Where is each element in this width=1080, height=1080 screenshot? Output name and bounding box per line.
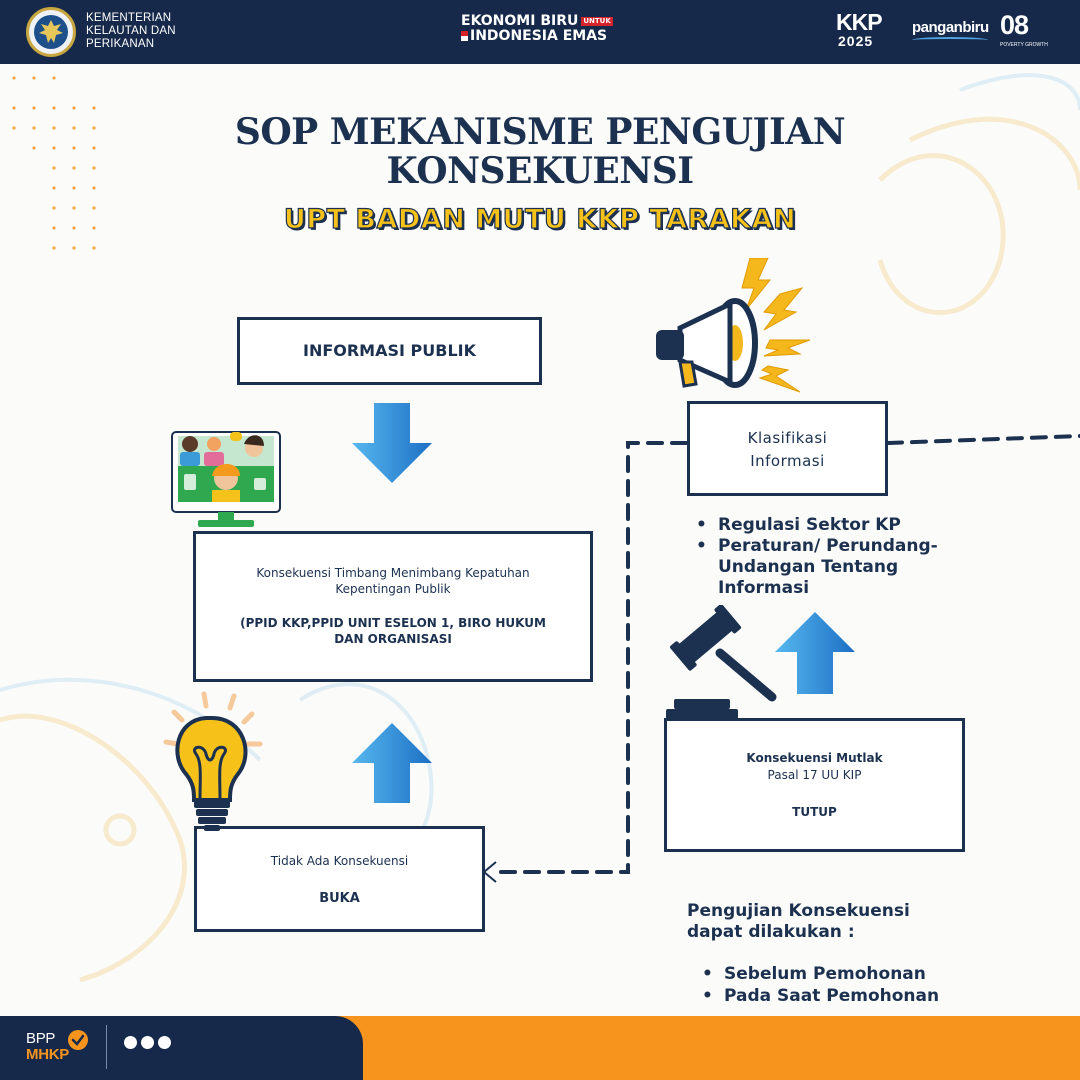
konsekuensi-mutlak-box: Konsekuensi Mutlak Pasal 17 UU KIP TUTUP (664, 718, 965, 852)
light-bulb-icon (163, 691, 263, 831)
arrow-up-icon (352, 723, 432, 803)
twitter-icon[interactable] (124, 1036, 137, 1049)
arrow-down-icon (352, 403, 432, 483)
list-item: Pada Saat Pemohonan (700, 985, 970, 1007)
lightning-icon (741, 258, 772, 311)
ekonomi-biru-text: EKONOMI BIRU (461, 13, 579, 29)
dashed-line-right-of-klasifikasi (886, 434, 1080, 445)
klasifikasi-line-2: Informasi (750, 452, 825, 470)
footer-divider (106, 1025, 107, 1069)
tidak-ada-label: Tidak Ada Konsekuensi (270, 854, 409, 868)
panganbiru-logo: panganbiru (912, 19, 989, 36)
lightning-icon (758, 365, 801, 393)
ministry-name-line: PERIKANAN (86, 38, 155, 50)
indonesia-emas-text: INDONESIA EMAS (470, 28, 608, 44)
mutlak-reference: Pasal 17 UU KIP (767, 768, 862, 782)
timbang-description: Konsekuensi Timbang Menimbang Kepatuhan … (256, 566, 530, 596)
instagram-icon[interactable] (158, 1036, 171, 1049)
klasifikasi-informasi-box: Klasifikasi Informasi (687, 401, 888, 496)
facebook-icon[interactable] (141, 1036, 154, 1049)
gavel-icon (666, 605, 777, 719)
bpp-text: BPP (26, 1030, 56, 1047)
flag-icon (461, 31, 468, 41)
bpp-mhkp-logo: BPP MHKP (26, 1031, 69, 1063)
mhkp-text: MHKP (26, 1046, 69, 1063)
kkp-logo-text: KKP (836, 9, 883, 35)
title-line-1: SOP MEKANISME PENGUJIAN (234, 111, 846, 153)
untuk-tag: UNTUK (581, 16, 613, 26)
konsekuensi-timbang-box: Konsekuensi Timbang Menimbang Kepatuhan … (193, 531, 593, 682)
title-line-2: KONSEKUENSI (386, 150, 694, 192)
informasi-publik-box: INFORMASI PUBLIK (237, 317, 542, 385)
page-subtitle: UPT BADAN MUTU KKP TARAKAN (283, 203, 797, 235)
list-item: Regulasi Sektor KP (694, 515, 974, 536)
pengujian-list: Sebelum Pemohonan Pada Saat Pemohonan (700, 963, 970, 1007)
footer-brand-panel (0, 1016, 363, 1080)
dashed-line-left-of-klasifikasi (490, 441, 688, 874)
list-item: Sebelum Pemohonan (700, 963, 970, 985)
lightning-icon (763, 287, 804, 331)
pengujian-heading: Pengujian Konsekuensi dapat dilakukan : (687, 901, 910, 942)
page-title: SOP MEKANISME PENGUJIAN KONSEKUENSI (140, 113, 940, 191)
kkp-logo-year: 2025 (838, 33, 874, 49)
garuda-icon (39, 20, 63, 43)
background-decoration (0, 73, 1080, 983)
ministry-emblem-logo (26, 7, 76, 57)
ministry-name: KEMENTERIAN KELAUTAN DAN PERIKANAN (86, 12, 206, 51)
dot-pattern (12, 76, 96, 250)
fish-outline-right (877, 116, 1080, 315)
list-item: Peraturan/ Perundang-Undangan Tentang In… (694, 536, 974, 599)
megaphone-icon (656, 258, 811, 393)
arrow-up-icon (775, 612, 855, 694)
lightning-icon (763, 339, 811, 357)
checkmark-badge-icon (68, 1030, 88, 1050)
klasifikasi-line-1: Klasifikasi (747, 429, 828, 447)
top-header-bar: KEMENTERIAN KELAUTAN DAN PERIKANAN EKONO… (0, 0, 1080, 64)
ministry-name-line: KEMENTERIAN (86, 12, 172, 24)
dashed-arrowhead (482, 861, 497, 883)
fish-outline-right-blue (959, 73, 1080, 111)
kkp-2025-logo: KKP 2025 (836, 9, 898, 50)
mutlak-title: Konsekuensi Mutlak (746, 751, 883, 765)
video-meeting-icon (171, 431, 281, 527)
program-number: 08 (1000, 10, 1029, 40)
wave-icon (912, 37, 988, 43)
program-08-logo: 08 POVERTY GROWTH (1000, 10, 1048, 52)
tidak-ada-konsekuensi-box: Tidak Ada Konsekuensi BUKA (194, 826, 485, 932)
buka-status: BUKA (319, 891, 360, 906)
regulasi-list: Regulasi Sektor KP Peraturan/ Perundang-… (694, 515, 974, 599)
ministry-name-line: KELAUTAN DAN (86, 25, 176, 37)
timbang-parties: (PPID KKP,PPID UNIT ESELON 1, BIRO HUKUM… (240, 616, 546, 646)
mutlak-status: TUTUP (792, 805, 837, 819)
program-subtitle: POVERTY GROWTH (1000, 42, 1048, 48)
fish-outline-left (0, 713, 187, 983)
